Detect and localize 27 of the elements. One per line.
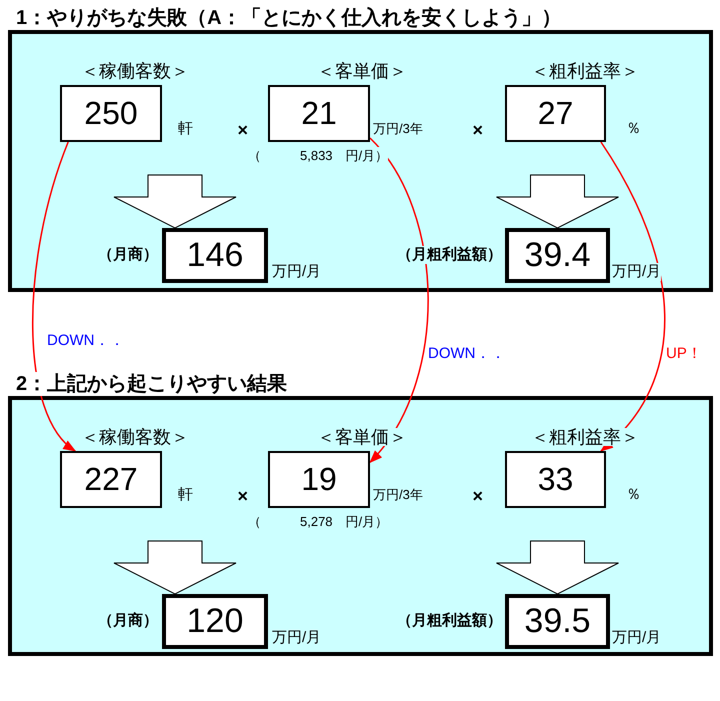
value-box: 27 — [505, 85, 606, 142]
value-box: 19 — [268, 451, 370, 508]
result-box: 39.5 — [505, 594, 610, 649]
result-box: 39.4 — [505, 228, 610, 283]
curved-arrow — [369, 138, 429, 464]
unit-label: 万円/3年 — [373, 120, 423, 138]
times-sign: × — [472, 121, 484, 139]
unit-label: 万円/3年 — [373, 486, 423, 504]
times-sign: × — [472, 487, 484, 505]
value-box: 33 — [505, 451, 606, 508]
curved-arrow — [600, 142, 666, 452]
value-box: 250 — [60, 85, 162, 142]
result-box: 146 — [162, 228, 268, 283]
block-arrow — [496, 174, 619, 229]
value-box: 21 — [268, 85, 370, 142]
times-sign: × — [238, 121, 248, 139]
block-arrow — [496, 540, 619, 595]
times-sign: × — [238, 487, 248, 505]
unit-label: 軒 — [178, 486, 193, 504]
result-box: 120 — [162, 594, 268, 649]
block-arrow — [114, 540, 236, 595]
section-heading: 2：上記から起こりやすい結果 — [16, 372, 288, 396]
curved-arrow — [32, 142, 76, 452]
unit-label: 軒 — [178, 120, 193, 138]
unit-label: 万円/月 — [612, 263, 662, 281]
block-arrow — [114, 174, 236, 229]
value-box: 227 — [60, 451, 162, 508]
